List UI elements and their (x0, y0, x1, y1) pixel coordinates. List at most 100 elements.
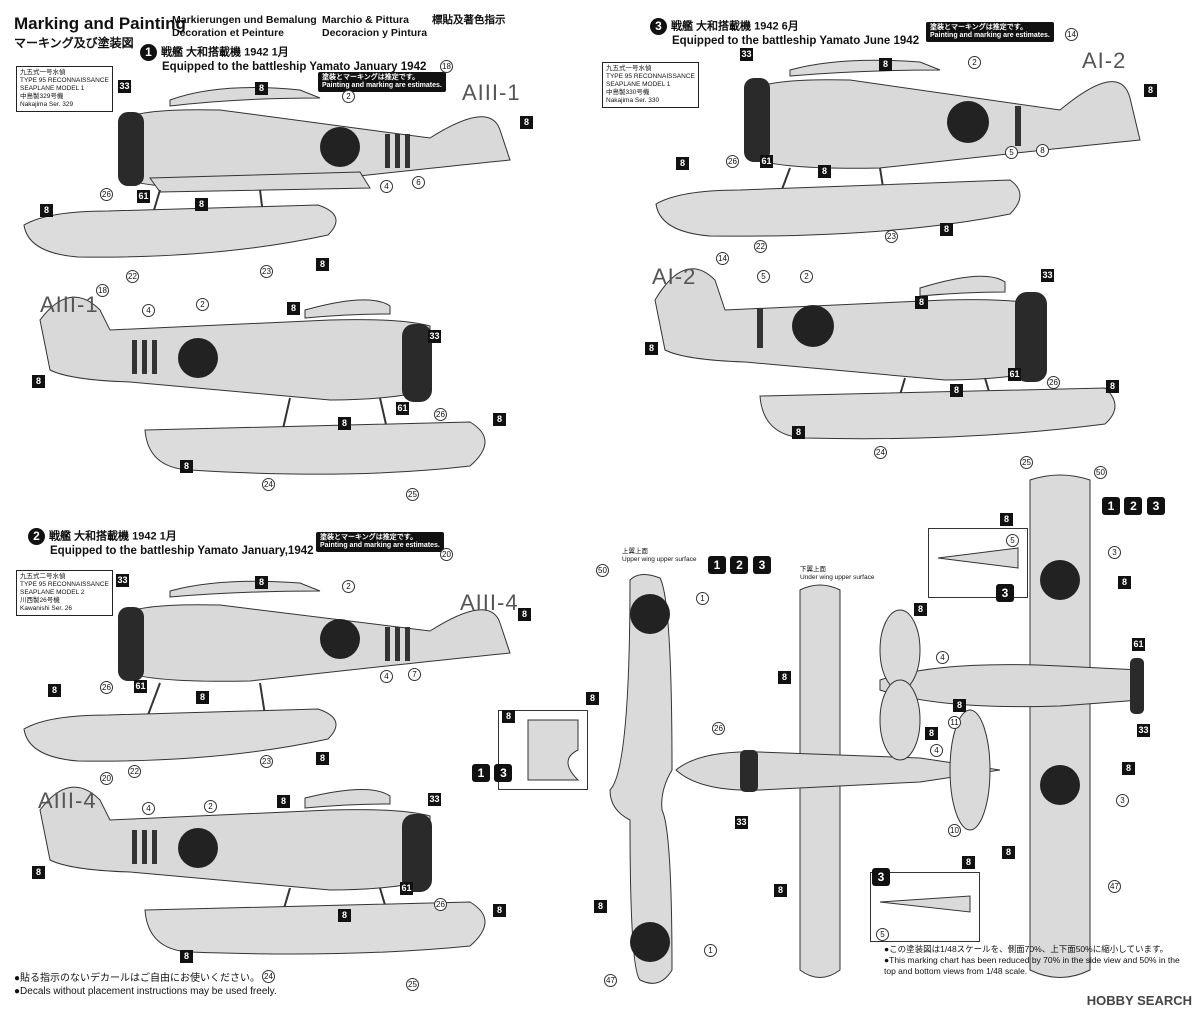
scheme-1-estimate-note: 塗装とマーキングは推定です。 Painting and marking are … (318, 72, 446, 92)
callout-22: 22 (754, 240, 767, 253)
callout-8: 8 (32, 866, 45, 879)
callout-7: 7 (408, 668, 421, 681)
callout-8: 8 (32, 375, 45, 388)
page-title-jp: マーキング及び塗装図 (14, 36, 134, 50)
callout-8: 8 (676, 157, 689, 170)
callout-18: 18 (96, 284, 109, 297)
callout-4: 4 (142, 802, 155, 815)
callout-8: 8 (287, 302, 300, 315)
callout-3: 3 (1116, 794, 1129, 807)
scheme-3-code-right: AI-2 (1082, 48, 1127, 73)
scheme-1-info-box: 九五式一号水偵 TYPE 95 RECONNAISSANCE SEAPLANE … (16, 66, 113, 112)
callout-8: 8 (1106, 380, 1119, 393)
callout-23: 23 (260, 755, 273, 768)
scheme-3-code-left: AI-2 (652, 264, 697, 289)
scheme-3-side-view-left (654, 268, 1116, 440)
callout-33: 33 (740, 48, 753, 61)
scheme-2-code-left: AIII-4 (38, 788, 97, 813)
callout-26: 26 (434, 408, 447, 421)
callout-8: 8 (493, 413, 506, 426)
callout-8: 8 (48, 684, 61, 697)
callout-8: 8 (40, 204, 53, 217)
scheme-1-code-right: AIII-1 (462, 80, 521, 105)
callout-24: 24 (874, 446, 887, 459)
scheme-1-badge: 1 (140, 44, 157, 61)
callout-8: 8 (277, 795, 290, 808)
callout-23: 23 (885, 230, 898, 243)
callout-11: 11 (948, 716, 961, 729)
callout-8: 8 (1122, 762, 1135, 775)
scheme-3-info-box: 九五式一号水偵 TYPE 95 RECONNAISSANCE SEAPLANE … (602, 62, 699, 108)
callout-8: 8 (493, 904, 506, 917)
callout-1: 1 (704, 944, 717, 957)
badges-123-under: 1 2 3 (708, 556, 771, 574)
callout-22: 22 (128, 765, 141, 778)
callout-14: 14 (1065, 28, 1078, 41)
callout-8: 8 (255, 82, 268, 95)
callout-26: 26 (100, 188, 113, 201)
callout-61: 61 (1132, 638, 1145, 651)
callout-61: 61 (134, 680, 147, 693)
badges-123-top: 1 2 3 (1102, 497, 1165, 515)
inset-detail-3-bottom (870, 872, 980, 942)
callout-25: 25 (406, 978, 419, 991)
callout-20: 20 (440, 548, 453, 561)
callout-26: 26 (1047, 376, 1060, 389)
callout-8: 8 (1002, 846, 1015, 859)
callout-4: 4 (936, 651, 949, 664)
scheme-2-side-view-right (118, 580, 511, 716)
callout-61: 61 (396, 402, 409, 415)
callout-47: 47 (604, 974, 617, 987)
callout-23: 23 (260, 265, 273, 278)
callout-8: 8 (255, 576, 268, 589)
callout-8: 8 (520, 116, 533, 129)
callout-61: 61 (760, 155, 773, 168)
callout-50: 50 (596, 564, 609, 577)
callout-8: 8 (914, 603, 927, 616)
callout-5: 5 (1006, 534, 1019, 547)
callout-8: 8 (792, 426, 805, 439)
scheme-1-side-view-left (39, 296, 486, 475)
badges-13: 1 3 (472, 764, 513, 782)
callout-33: 33 (428, 330, 441, 343)
callout-26: 26 (434, 898, 447, 911)
callout-8: 8 (645, 342, 658, 355)
badge-3-inset-top: 3 (996, 584, 1014, 602)
callout-3: 3 (1108, 546, 1121, 559)
callout-61: 61 (137, 190, 150, 203)
callout-18: 18 (440, 60, 453, 73)
scheme-2-info-box: 九五式二号水偵 TYPE 95 RECONNAISSANCE SEAPLANE … (16, 570, 113, 616)
callout-5: 5 (757, 270, 770, 283)
callout-8: 8 (915, 296, 928, 309)
callout-2: 2 (342, 90, 355, 103)
title-cn: 標貼及著色指示 (432, 14, 506, 26)
callout-33: 33 (428, 793, 441, 806)
callout-6: 6 (412, 176, 425, 189)
callout-2: 2 (342, 580, 355, 593)
callout-2: 2 (196, 298, 209, 311)
callout-8: 8 (316, 258, 329, 271)
callout-8: 8 (778, 671, 791, 684)
inset-detail-13 (498, 710, 588, 790)
callout-8: 8 (962, 856, 975, 869)
callout-2: 2 (968, 56, 981, 69)
top-plan-view (879, 474, 1144, 978)
scheme-2-estimate-note: 塗装とマーキングは推定です。 Painting and marking are … (316, 532, 444, 552)
scheme-1-float-right (23, 204, 337, 258)
callout-8: 8 (818, 165, 831, 178)
title-de-fr: Markierungen und Bemalung Decoration et … (172, 14, 317, 39)
callout-4: 4 (380, 670, 393, 683)
callout-8: 8 (586, 692, 599, 705)
callout-8: 8 (594, 900, 607, 913)
callout-5: 5 (876, 928, 889, 941)
callout-61: 61 (400, 882, 413, 895)
callout-8: 8 (1000, 513, 1013, 526)
callout-33: 33 (116, 574, 129, 587)
callout-8: 8 (518, 608, 531, 621)
upper-wing-label: 上翼上面 Upper wing upper surface (622, 548, 697, 563)
callout-8: 8 (774, 884, 787, 897)
scheme-3-badge: 3 (650, 18, 667, 35)
callout-26: 26 (100, 681, 113, 694)
scheme-3-float-right (655, 179, 1021, 237)
